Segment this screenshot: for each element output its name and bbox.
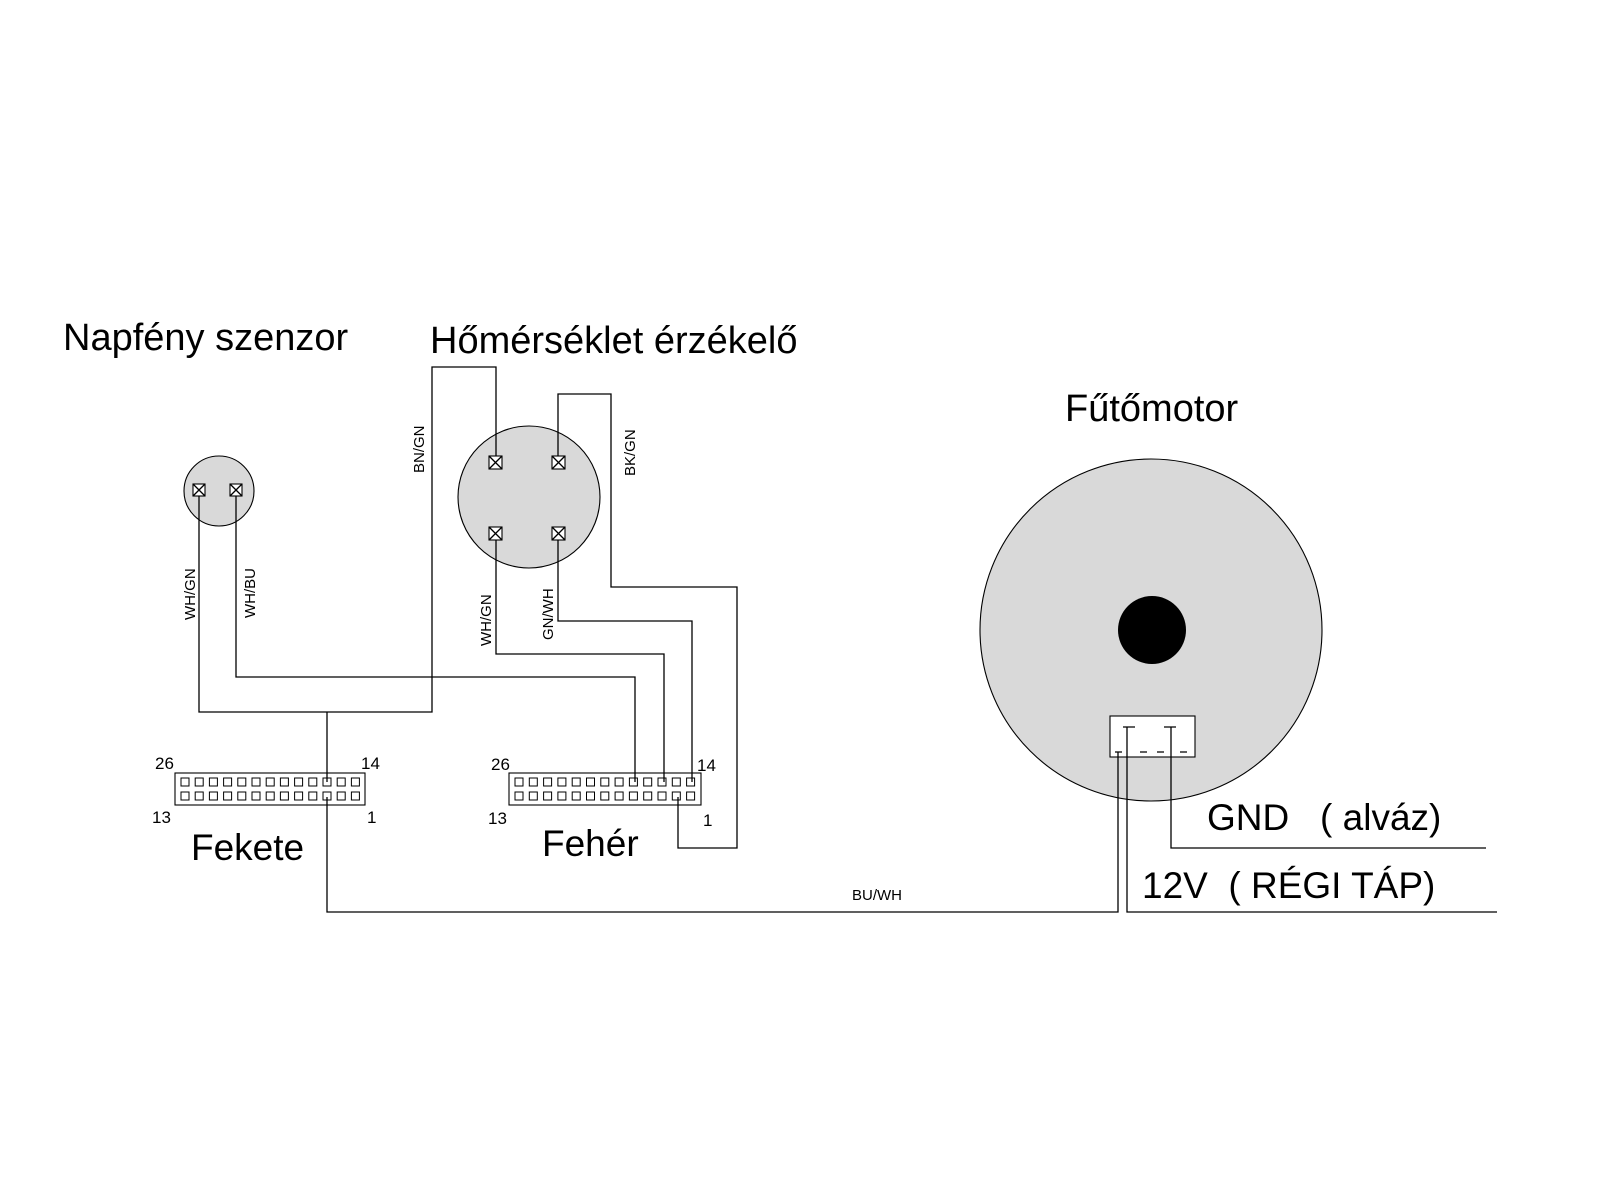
temp-sensor-pin-2 [551, 455, 566, 470]
connector-pin [514, 777, 524, 787]
connector-pin [223, 791, 233, 801]
temp-sensor-title: Hőmérséklet érzékelő [430, 320, 797, 362]
wire-temp-wh-gn [495, 540, 665, 782]
connector-white: 26 14 13 1 Fehér [488, 755, 716, 864]
connector-white-pin-1: 1 [703, 811, 712, 830]
connector-black-pin-13: 13 [152, 808, 171, 827]
connector-pin [208, 791, 218, 801]
connector-pin [643, 791, 653, 801]
wires [198, 366, 1497, 913]
connector-black-label: Fekete [191, 827, 304, 868]
heater-motor [979, 458, 1323, 802]
temp-sensor-pin-1 [488, 455, 503, 470]
connector-white-pin-13: 13 [488, 809, 507, 828]
connector-white-pin-14: 14 [697, 756, 716, 775]
wire-sun-wh-bu [235, 496, 636, 782]
connector-pin [628, 791, 638, 801]
label-sun-wh-bu: WH/BU [242, 568, 259, 618]
connector-pin [528, 791, 538, 801]
connector-pin [571, 791, 581, 801]
connector-pin [308, 777, 318, 787]
connector-pin [308, 791, 318, 801]
sun-sensor-pin-2 [229, 483, 243, 497]
connector-pin [265, 777, 275, 787]
connector-pin [223, 777, 233, 787]
connector-pin [180, 777, 190, 787]
v12-label: 12V ( RÉGI TÁP) [1142, 865, 1435, 906]
gnd-label: GND ( alváz) [1207, 797, 1441, 838]
connector-pin [657, 791, 667, 801]
connector-white-pin-26: 26 [491, 755, 510, 774]
connector-pin [657, 777, 667, 787]
connector-pin [514, 791, 524, 801]
motor-shaft [1118, 596, 1186, 664]
connector-pin [600, 777, 610, 787]
connector-pin [528, 777, 538, 787]
connector-pin [279, 791, 289, 801]
connector-black-pin-1: 1 [367, 808, 376, 827]
connector-pin [671, 791, 681, 801]
sun-sensor [183, 455, 255, 527]
label-temp-gn-wh: GN/WH [540, 588, 557, 640]
connector-pin [586, 791, 595, 801]
heater-motor-title: Fűtőmotor [1065, 388, 1239, 430]
wire-sun-wh-gn [198, 366, 497, 713]
connector-pin [237, 791, 247, 801]
connector-black-pin-14: 14 [361, 754, 380, 773]
connector-pin [543, 791, 553, 801]
wire-temp-gn-wh [557, 540, 693, 782]
connector-pin [614, 791, 624, 801]
connector-pin [686, 791, 696, 801]
connector-pin [279, 777, 289, 787]
connector-pin [600, 791, 610, 801]
connector-pin [180, 791, 190, 801]
connector-pin [251, 791, 261, 801]
connector-pin [336, 791, 346, 801]
label-temp-bn-gn: BN/GN [411, 425, 428, 473]
connector-white-label: Fehér [542, 823, 639, 864]
connector-pin [194, 777, 204, 787]
connector-black: 26 14 13 1 Fekete [152, 754, 380, 868]
sun-sensor-pin-1 [192, 483, 206, 497]
label-sun-wh-gn: WH/GN [182, 568, 199, 620]
wire-bu-wh [326, 752, 1119, 913]
connector-pin [571, 777, 581, 787]
connector-white-pins [514, 777, 696, 801]
connector-pin [294, 791, 304, 801]
connector-pin [614, 777, 624, 787]
connector-pin [643, 777, 653, 787]
connector-pin [336, 777, 346, 787]
temp-sensor-pin-4 [551, 526, 566, 541]
connector-pin [208, 777, 218, 787]
label-temp-wh-gn: WH/GN [478, 594, 495, 646]
wire-gnd [1170, 752, 1486, 849]
connector-pin [350, 791, 360, 801]
connector-pin [251, 777, 261, 787]
connector-pin [628, 777, 638, 787]
connector-pin [557, 791, 567, 801]
label-temp-bk-gn: BK/GN [622, 429, 639, 476]
temp-sensor-body [457, 425, 601, 569]
connector-pin [671, 777, 681, 787]
connector-pin [586, 777, 595, 787]
connector-pin [557, 777, 567, 787]
temp-sensor [457, 425, 601, 569]
temp-sensor-pin-3 [488, 526, 503, 541]
connector-pin [543, 777, 553, 787]
connector-pin [686, 777, 696, 787]
connector-pin [237, 777, 247, 787]
motor-connector [1109, 715, 1196, 758]
connector-pin [350, 777, 360, 787]
connector-pin [265, 791, 275, 801]
connector-pin [294, 777, 304, 787]
wire-temp-bk-gn [557, 393, 738, 849]
connector-black-pin-26: 26 [155, 754, 174, 773]
label-bu-wh: BU/WH [852, 887, 902, 904]
connector-pin [194, 791, 204, 801]
sun-sensor-title: Napfény szenzor [63, 317, 348, 359]
wire-12v [1126, 752, 1497, 913]
